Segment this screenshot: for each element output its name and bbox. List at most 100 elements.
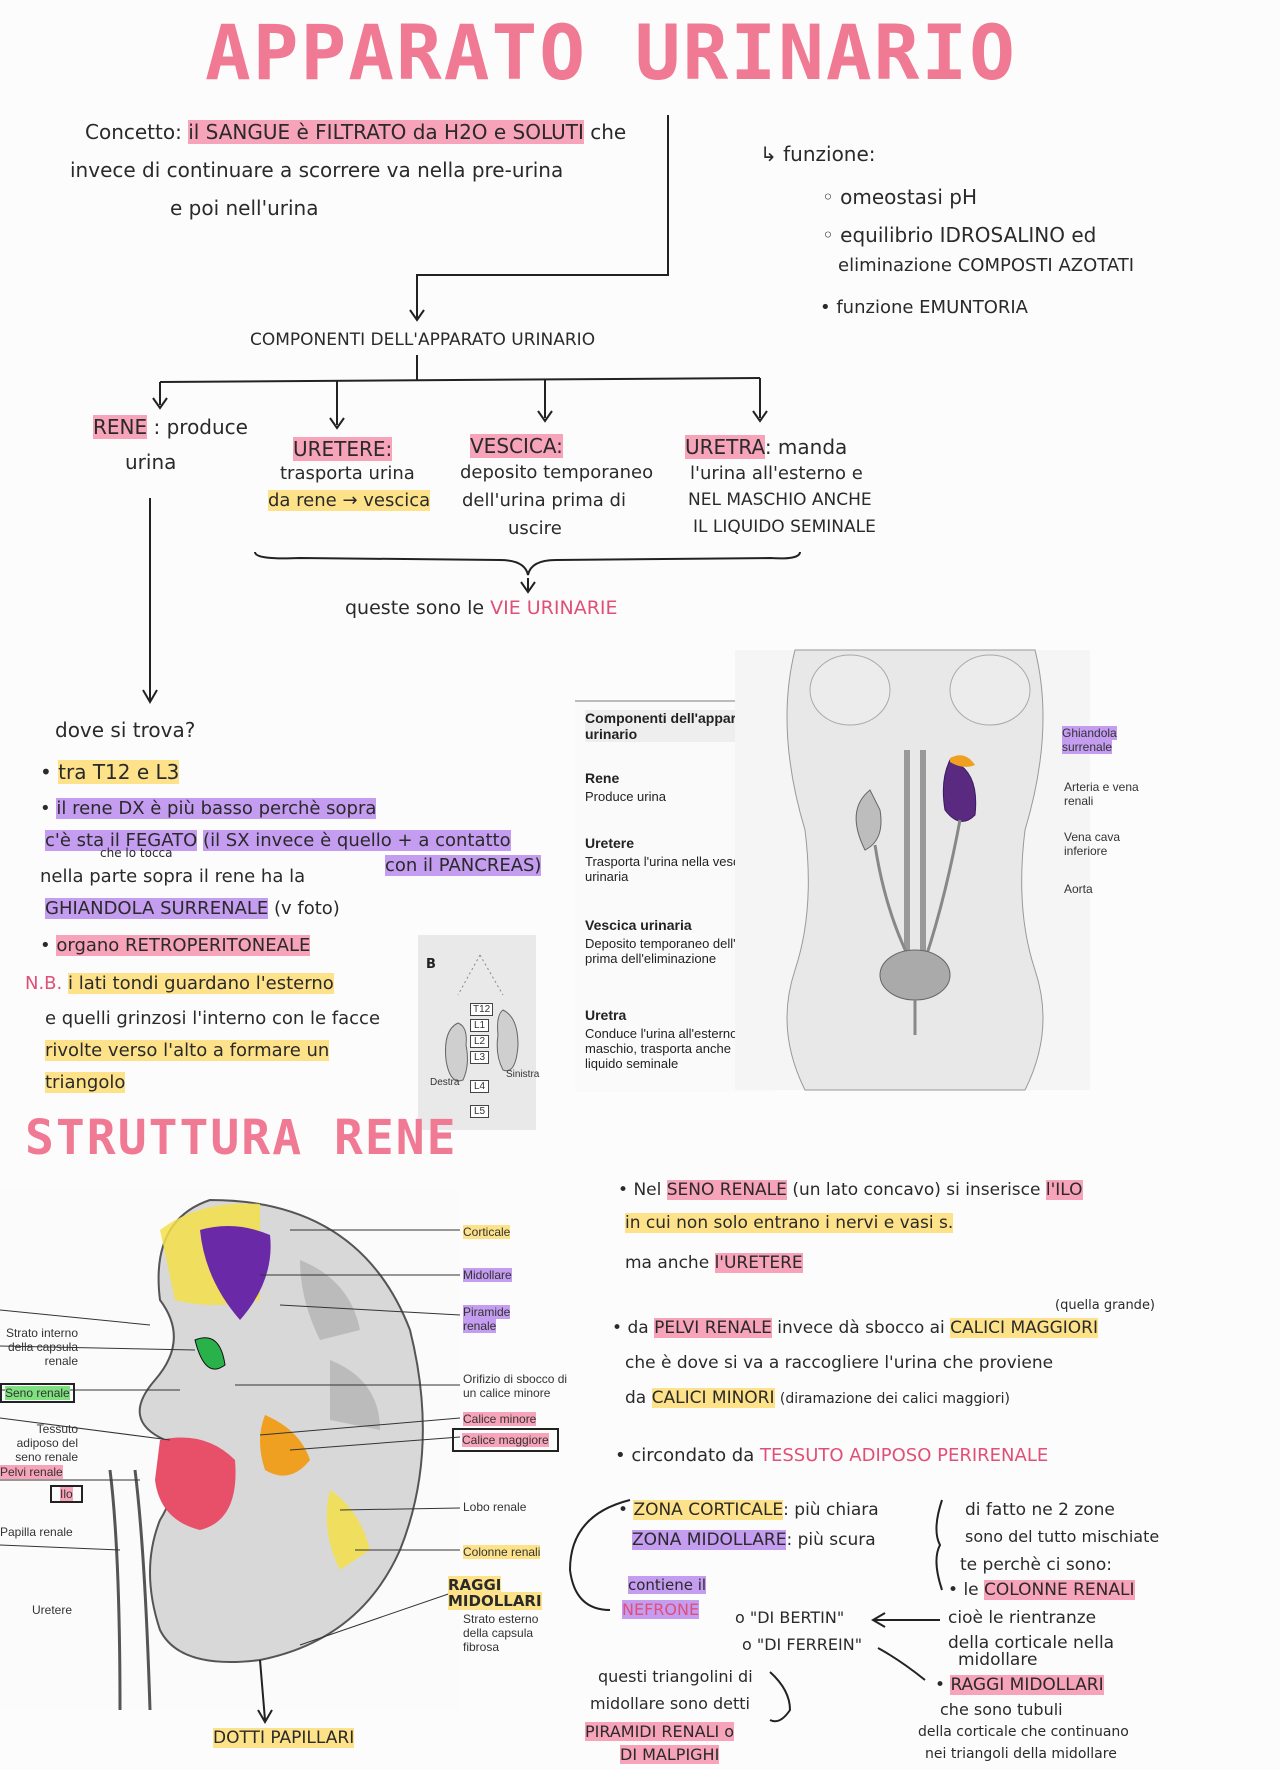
note-zona-corticale: • ZONA CORTICALE: più chiara [618,1500,879,1520]
body-label-arteria: Arteria e vena renali [1064,780,1139,808]
kidney-label-orifizio: Orifizio di sbocco di un calice minore [463,1372,568,1400]
component-uretra-desc3: IL LIQUIDO SEMINALE [693,517,876,537]
component-uretere-desc: trasporta urina [280,463,415,484]
note-zona-midollare: ZONA MIDOLLARE: più scura [632,1530,876,1550]
concept-line2: invece di continuare a scorrere va nella… [70,158,564,182]
body-label-vena-cava: Vena cava inferiore [1064,830,1121,858]
kidney-label-pelvi: Pelvi renale [0,1465,63,1479]
component-uretere: URETERE: [293,437,393,461]
concept-line3: e poi nell'urina [170,196,319,220]
body-label-surrenale: Ghiandola surrenale [1062,726,1117,754]
note-seno-line2: in cui non solo entrano i nervi e vasi s… [625,1213,954,1233]
spine-fig-left: Destra [430,1077,460,1088]
spine-fig-right: Sinistra [506,1069,540,1080]
note-zona-r1: di fatto ne 2 zone [965,1500,1115,1520]
nb-line2: e quelli grinzosi l'interno con le facce [45,1008,381,1029]
note-tri4: DI MALPIGHI [620,1745,720,1764]
components-title: COMPONENTI DELL'APPARATO URINARIO [250,330,596,350]
function-item: eliminazione COMPOSTI AZOTATI [838,255,1135,276]
note-colonne3: della corticale nella [948,1633,1115,1653]
note-seno-line3: ma anche l'URETERE [625,1253,803,1273]
kidney-label-calice-maggiore: Calice maggiore [452,1428,559,1452]
vertebra: L4 [470,1080,490,1093]
note-raggi3: della corticale che continuano [918,1724,1129,1740]
kidney-label-midollare: Midollare [463,1268,512,1282]
function-label: ↳ funzione: [760,142,876,166]
concept-line1: Concetto: il SANGUE è FILTRATO da H2O e … [85,120,626,145]
note-tri2: midollare sono detti [590,1694,750,1713]
kidney-label-tessuto-adiposo: Tessuto adiposo del seno renale [15,1422,78,1464]
note-tri1: questi triangolini di [598,1667,753,1686]
table-row: Vescica urinaria Deposito temporaneo del… [585,917,765,966]
kidney-label-colonne: Colonne renali [463,1545,541,1559]
body-illustration [786,649,1044,1091]
component-uretere-desc2: da rene → vescica [268,490,431,511]
note-raggi4: nei triangoli della midollare [925,1746,1117,1762]
table-row: Rene Produce urina [585,770,666,804]
kidney-label-seno: Seno renale [0,1383,75,1403]
note-tri3: PIRAMIDI RENALI o [585,1722,735,1741]
dove-bullet1: • tra T12 e L3 [40,760,180,784]
note-ferrein: o "DI FERREIN" [742,1635,863,1654]
note-pelvi-line3: da CALICI MINORI (diramazione dei calici… [625,1388,1010,1408]
kidney-label-uretere: Uretere [32,1603,73,1617]
dove-bullet3: nella parte sopra il rene ha la [40,866,306,887]
table-row: Uretere Trasporta l'urina nella vescica … [585,835,757,884]
component-rene-desc: urina [125,450,177,474]
body-label-aorta: Aorta [1064,882,1093,896]
nb-line3: rivolte verso l'alto a formare un [45,1040,330,1061]
note-zona-r3: te perchè ci sono: [960,1555,1113,1575]
vertebra: L5 [470,1105,490,1118]
component-uretra-desc2: NEL MASCHIO ANCHE [688,490,872,510]
page-title: APPARATO URINARIO [205,8,1017,97]
vertebra: L1 [470,1019,490,1032]
note-pelvi-line2: che è dove si va a raccogliere l'urina c… [625,1353,1054,1373]
function-item: ◦ omeostasi pH [822,185,978,209]
vertebra: L3 [470,1051,490,1064]
note-seno-line1: • Nel SENO RENALE (un lato concavo) si i… [618,1180,1083,1200]
component-uretra-desc1: l'urina all'esterno e [690,463,863,484]
note-bertin: o "DI BERTIN" [735,1608,845,1627]
nb-line1: N.B. i lati tondi guardano l'esterno [25,973,334,994]
kidney-label-corticale: Corticale [463,1225,511,1239]
kidney-label-lobo: Lobo renale [463,1500,527,1514]
note-pelvi-small: (quella grande) [1055,1298,1156,1313]
spine-figure: B T12 L1 L2 L3 L4 L5 Destra Sinistra [418,935,540,1130]
kidney-diagram [0,1190,461,1724]
spine-fig-letter: B [426,957,436,972]
kidney-label-strato-esterno: Strato esterno della capsula fibrosa [463,1612,539,1654]
struttura-title: STRUTTURA RENE [25,1110,458,1166]
table-row: Uretra Conduce l'urina all'esterno; nel … [585,1007,762,1071]
concept-rest: che [590,120,627,144]
component-vescica-desc1: deposito temporaneo [460,462,654,483]
component-uretra: URETRA: manda [685,435,848,459]
note-contiene: contiene il [628,1576,707,1594]
kidney-label-calice-minore: Calice minore [463,1412,537,1426]
dove-bullet2: • il rene DX è più basso perchè sopra [40,798,377,819]
kidney-label-papilla: Papilla renale [0,1525,73,1539]
dotti-papillari: DOTTI PAPILLARI [213,1728,355,1748]
body-figure [735,649,1090,1091]
dove-bullet2b: c'è sta il FEGATO (il SX invece è quello… [45,830,511,851]
note-zona-r2: sono del tutto mischiate [965,1527,1160,1546]
vie-urinarie: queste sono le VIE URINARIE [345,597,618,619]
concept-label: Concetto: [85,120,182,144]
note-adiposo: • circondato da TESSUTO ADIPOSO PERIRENA… [615,1445,1049,1466]
note-colonne4: midollare [958,1650,1038,1670]
dove-bullet2-small: che lo tocca [100,846,173,860]
spine-kidneys [445,954,519,1082]
component-vescica: VESCICA: [470,434,563,458]
dove-bullet4: • organo RETROPERITONEALE [40,935,311,956]
kidney-label-piramide: Piramide renale [463,1305,511,1333]
note-raggi2: che sono tubuli [940,1700,1063,1719]
note-raggi1: • RAGGI MIDOLLARI [935,1675,1104,1695]
dove-question: dove si trova? [55,718,196,742]
function-item: • funzione EMUNTORIA [820,297,1028,318]
kidney-label-strato-interno: Strato interno della capsula renale [5,1326,78,1368]
note-colonne1: • le COLONNE RENALI [948,1580,1135,1600]
note-nefrone: NEFRONE [622,1600,700,1619]
kidney-label-raggi: RAGGI MIDOLLARI [448,1576,542,1610]
dove-bullet3b: GHIANDOLA SURRENALE (v foto) [45,898,340,919]
